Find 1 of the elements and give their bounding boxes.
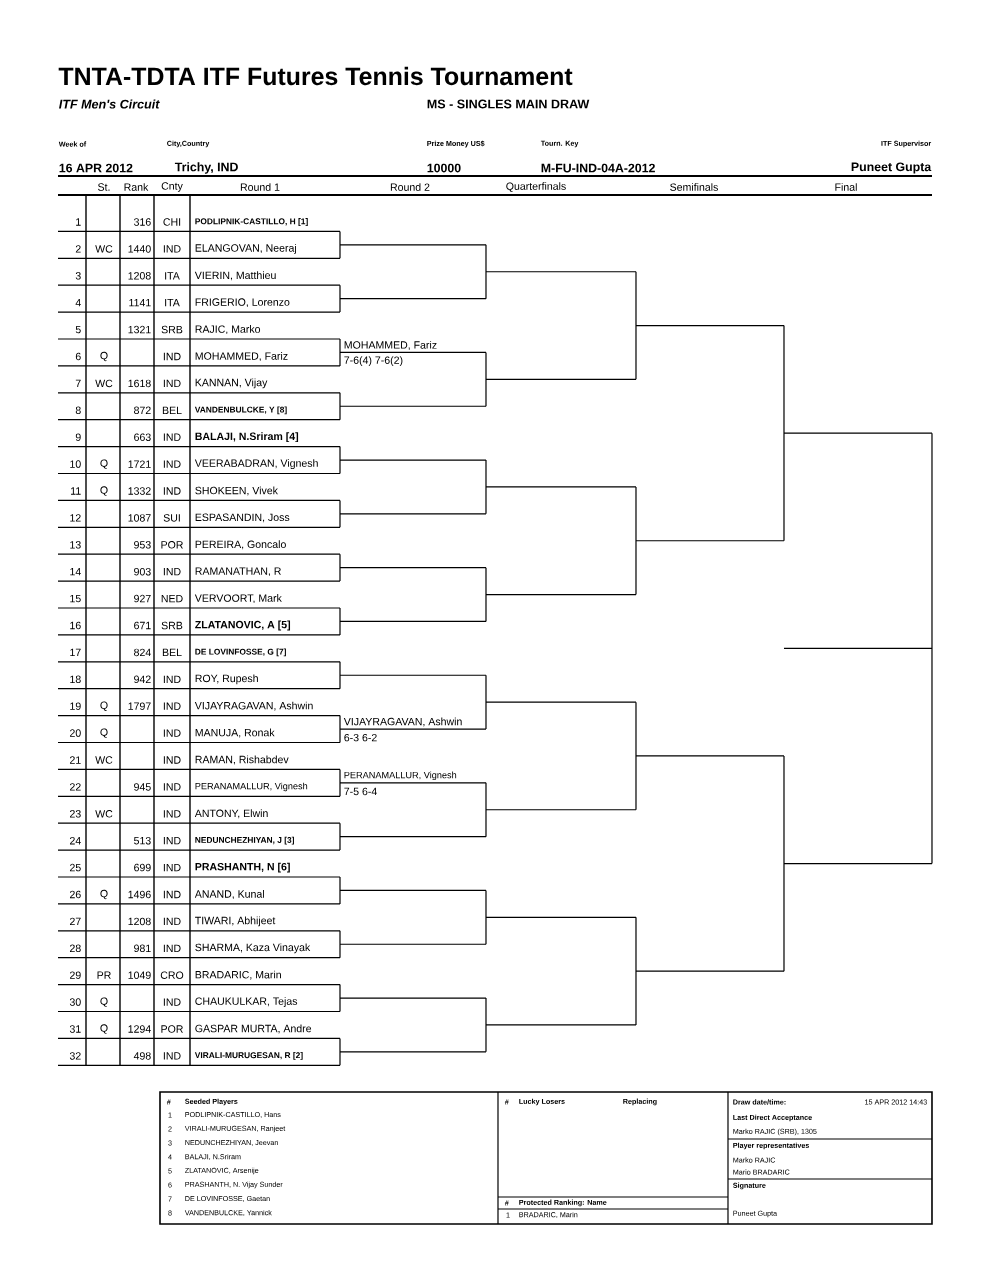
title: TNTA-TDTA ITF Futures Tennis Tournament [58, 66, 573, 86]
